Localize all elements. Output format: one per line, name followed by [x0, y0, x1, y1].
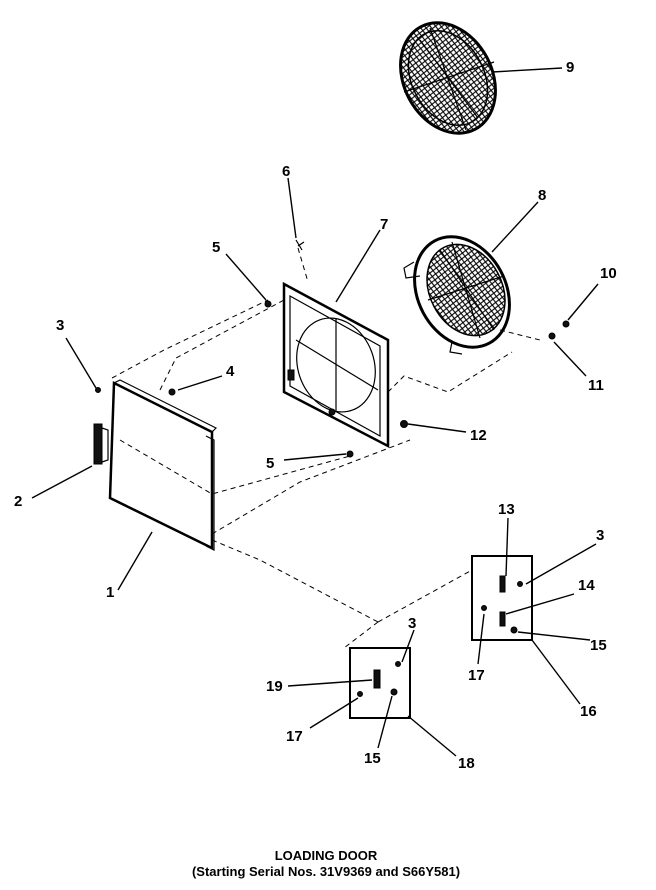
callout-11: 11	[588, 377, 604, 394]
callout-3-left: 3	[56, 317, 64, 334]
callout-3-right: 3	[596, 527, 604, 544]
callout-15-right: 15	[590, 637, 607, 654]
callout-1: 1	[106, 584, 114, 601]
title-line-2: (Starting Serial Nos. 31V9369 and S66Y58…	[192, 864, 460, 879]
callout-5-lower: 5	[266, 455, 274, 472]
leader-lines	[31, 67, 599, 757]
part-1-door-panel	[108, 379, 218, 551]
screw-6	[295, 239, 305, 251]
callout-14: 14	[578, 577, 595, 594]
screw-3-left	[95, 387, 101, 393]
title-line-1: LOADING DOOR	[275, 848, 378, 863]
callout-7: 7	[380, 216, 388, 233]
callout-18: 18	[458, 755, 475, 772]
part-7-inner-frame	[282, 281, 390, 449]
callout-17-left: 17	[286, 728, 303, 745]
callout-3-center: 3	[408, 615, 416, 632]
callout-16: 16	[580, 703, 597, 720]
callout-6: 6	[282, 163, 290, 180]
callout-15-left: 15	[364, 750, 381, 767]
diagram-title: LOADING DOOR (Starting Serial Nos. 31V93…	[192, 848, 460, 879]
screw-4	[168, 388, 176, 396]
callout-17-right: 17	[468, 667, 485, 684]
callout-13: 13	[498, 501, 515, 518]
part-18-hinge-plate	[349, 647, 411, 719]
washer-10	[562, 320, 570, 328]
part-9-filter-screen	[399, 21, 497, 135]
screw-11	[548, 332, 556, 340]
callout-2: 2	[14, 493, 22, 510]
callout-4: 4	[226, 363, 235, 380]
callout-8: 8	[538, 187, 546, 204]
fasteners	[95, 239, 570, 458]
part-2-door-handle	[93, 423, 109, 465]
screw-5-lower	[346, 450, 354, 458]
callout-10: 10	[600, 265, 617, 282]
part-16-hinge-plate	[471, 555, 533, 641]
callout-9: 9	[566, 59, 574, 76]
callout-5-upper: 5	[212, 239, 220, 256]
screw-5-upper	[264, 300, 272, 308]
callout-labels: 1 2 3 4 5 5 6 7 8 9 10 11 12 13 3 14 15 …	[14, 59, 617, 772]
nut-12	[400, 420, 408, 428]
part-8-screen-assembly	[403, 235, 511, 355]
callout-12: 12	[470, 427, 487, 444]
callout-19: 19	[266, 678, 283, 695]
assembly-lines	[111, 247, 541, 649]
